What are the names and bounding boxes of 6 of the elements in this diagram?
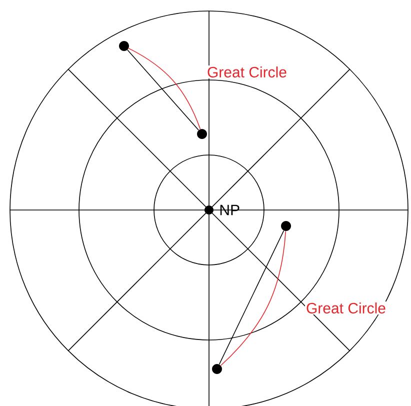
point-dot <box>212 364 222 374</box>
point-dot <box>119 41 129 51</box>
edge-label: Great Circle <box>206 65 288 78</box>
edge-label: Great Circle <box>305 302 388 314</box>
point-dot <box>197 129 207 139</box>
point-dot <box>281 221 291 231</box>
